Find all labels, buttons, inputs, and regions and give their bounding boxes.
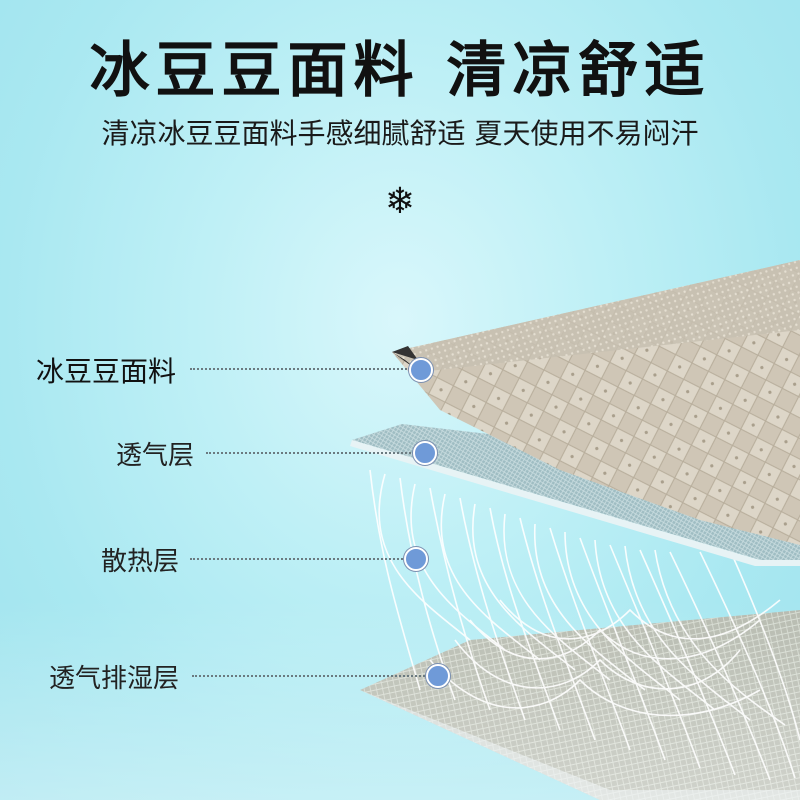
layer-label-breathable: 透气层 — [116, 441, 195, 471]
leader-line-fabric — [190, 368, 410, 370]
snowflake-icon: ❄ — [384, 181, 416, 222]
leader-line-cooling — [190, 558, 406, 560]
page-title: 冰豆豆面料 清凉舒适 — [89, 36, 711, 106]
layer-label-wicking: 透气排湿层 — [49, 664, 180, 694]
marker-cooling — [404, 547, 428, 571]
leader-line-wicking — [192, 675, 428, 677]
marker-wicking — [426, 664, 450, 688]
marker-fabric — [409, 358, 433, 382]
layer-label-cooling: 散热层 — [101, 547, 180, 577]
layer-label-fabric: 冰豆豆面料 — [36, 355, 177, 388]
page-subtitle: 清凉冰豆豆面料手感细腻舒适 夏天使用不易闷汗 — [101, 117, 699, 150]
leader-line-breathable — [206, 452, 414, 454]
marker-breathable — [413, 441, 437, 465]
